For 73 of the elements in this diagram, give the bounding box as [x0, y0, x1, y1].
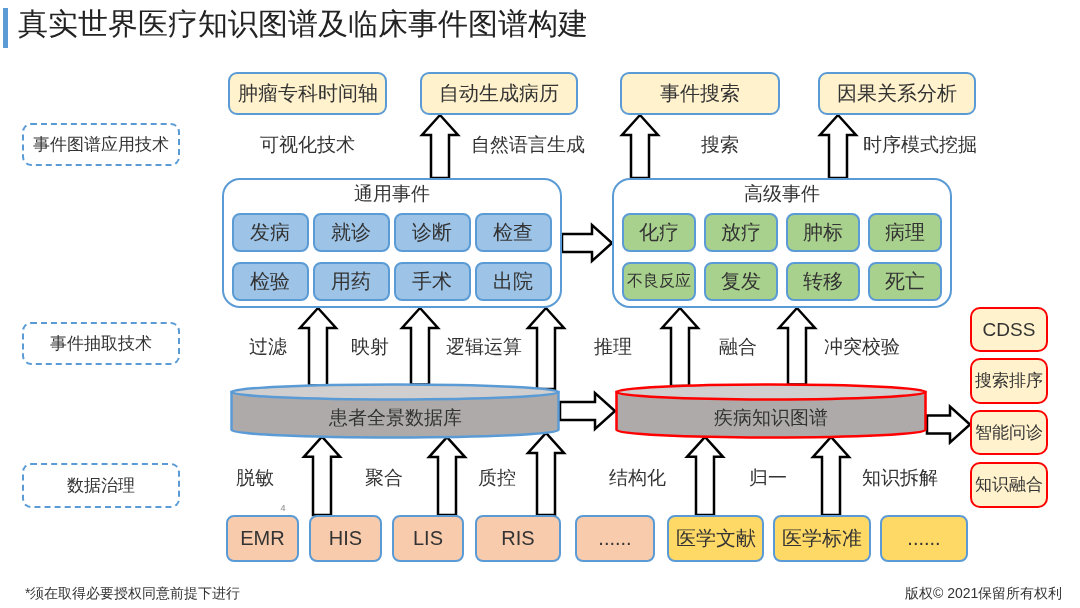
event-box: 放疗	[703, 212, 778, 252]
layer-box: 数据治理	[22, 463, 180, 508]
block-arrow	[558, 390, 617, 432]
event-box: 诊断	[393, 212, 471, 252]
service-box: 智能问诊	[970, 410, 1048, 455]
event-group-panel	[612, 178, 952, 308]
service-box: 搜索排序	[970, 358, 1048, 404]
group-title: 通用事件	[354, 183, 430, 206]
block-arrow	[776, 306, 818, 386]
block-arrow	[925, 403, 972, 446]
footnote: *须在取得必要授权同意前提下进行	[25, 584, 241, 602]
technique-label: 聚合	[365, 466, 403, 490]
technique-label: 归一	[749, 466, 787, 490]
event-box: 病理	[867, 212, 942, 252]
service-box: CDSS	[970, 307, 1048, 352]
event-box: 就诊	[312, 212, 390, 252]
technique-label: 自然语言生成	[471, 133, 585, 157]
service-box: 知识融合	[970, 462, 1048, 508]
data-source-box: ......	[575, 515, 655, 562]
layer-box: 事件抽取技术	[22, 322, 180, 365]
data-source-box: 医学文献	[667, 515, 764, 562]
event-group-panel	[222, 178, 562, 308]
data-source-box: EMR	[226, 515, 299, 562]
block-arrow	[419, 113, 461, 180]
block-arrow	[810, 435, 852, 517]
block-arrow	[619, 113, 661, 180]
event-box: 复发	[703, 261, 778, 301]
block-arrow	[525, 431, 567, 517]
data-source-box: 医学标准	[773, 515, 871, 562]
block-arrow	[426, 435, 468, 517]
technique-label: 知识拆解	[862, 466, 938, 490]
application-box: 因果关系分析	[818, 72, 976, 115]
technique-label: 脱敏	[236, 466, 274, 490]
application-box: 肿瘤专科时间轴	[228, 72, 387, 115]
copyright-notice: 版权© 2021保留所有权利	[905, 584, 1063, 602]
technique-label: 映射	[351, 335, 389, 359]
technique-label: 过滤	[249, 335, 287, 359]
event-box: 出院	[474, 261, 552, 301]
technique-label: 融合	[719, 335, 757, 359]
technique-label: 推理	[594, 335, 632, 359]
event-box: 检查	[474, 212, 552, 252]
technique-label: 逻辑运算	[446, 335, 522, 359]
technique-label: 质控	[478, 466, 516, 490]
event-box: 转移	[785, 261, 860, 301]
technique-label: 结构化	[608, 466, 666, 490]
layer-box: 事件图谱应用技术	[22, 123, 180, 166]
event-box: 手术	[393, 261, 471, 301]
block-arrow	[399, 306, 441, 386]
data-source-box: HIS	[309, 515, 382, 562]
event-box: 不良反应	[621, 261, 696, 301]
application-box: 自动生成病历	[420, 72, 578, 115]
data-source-box: ......	[880, 515, 968, 562]
block-arrow	[525, 306, 567, 391]
technique-label: 冲突校验	[824, 335, 900, 359]
event-box: 化疗	[621, 212, 696, 252]
page-number: 4	[280, 502, 286, 514]
application-box: 事件搜索	[620, 72, 780, 115]
event-box: 检验	[231, 261, 309, 301]
block-arrow	[659, 306, 701, 388]
slide-title: 真实世界医疗知识图谱及临床事件图谱构建	[18, 6, 588, 42]
event-box: 用药	[312, 261, 390, 301]
technique-label: 时序模式挖掘	[863, 133, 977, 157]
data-source-box: LIS	[392, 515, 464, 562]
data-source-box: RIS	[475, 515, 561, 562]
technique-label: 可视化技术	[259, 133, 355, 157]
block-arrow	[817, 113, 859, 180]
block-arrow	[560, 222, 614, 264]
group-title: 高级事件	[744, 183, 820, 206]
event-box: 肿标	[785, 212, 860, 252]
block-arrow	[297, 306, 339, 387]
technique-label: 搜索	[701, 133, 739, 157]
event-box: 死亡	[867, 261, 942, 301]
event-box: 发病	[231, 212, 309, 252]
